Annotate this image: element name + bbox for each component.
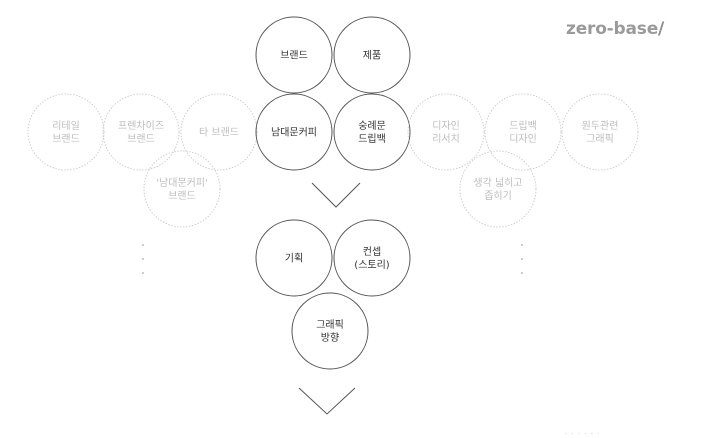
product-circle-circle [333, 16, 411, 94]
other-brand-circle [180, 93, 258, 171]
soongnyemun-drip-bag-circle [333, 93, 411, 171]
concept-story-circle [333, 219, 411, 297]
vertical-ellipsis-right [521, 244, 523, 274]
brand-name: zero-base [566, 19, 659, 39]
footer-text: · · · · · · [565, 430, 601, 438]
design-research-circle [407, 93, 485, 171]
retail-brand-circle [27, 93, 105, 171]
namdaemun-coffee-brand-circle [143, 150, 221, 228]
brand-circle-circle [255, 16, 333, 94]
vertical-ellipsis-left [142, 244, 144, 274]
namdaemun-coffee-brand-label: '남대문커피'브랜드 [156, 177, 208, 202]
ideas-expand-narrow-circle [459, 150, 537, 228]
namdaemun-coffee-label: 남대문커피 [271, 127, 317, 139]
namdaemun-coffee-circle [255, 93, 333, 171]
brand-circle-label: 브랜드 [280, 50, 308, 62]
down-chevron-1 [311, 182, 361, 208]
planning-label: 기획 [285, 253, 303, 265]
brand-logo: zero-base/ [566, 19, 664, 39]
franchise-brand-circle [102, 93, 180, 171]
planning-circle [255, 219, 333, 297]
brand-slash: / [658, 19, 665, 39]
graphic-direction-circle [291, 292, 369, 370]
down-chevron-2 [298, 387, 356, 415]
other-brand-label: 타 브랜드 [199, 127, 239, 139]
drip-bag-design-circle [484, 93, 562, 171]
beans-graphic-circle [561, 93, 639, 171]
product-circle-label: 제품 [363, 50, 381, 62]
concept-story-label: 컨셉(스토리) [354, 246, 390, 271]
